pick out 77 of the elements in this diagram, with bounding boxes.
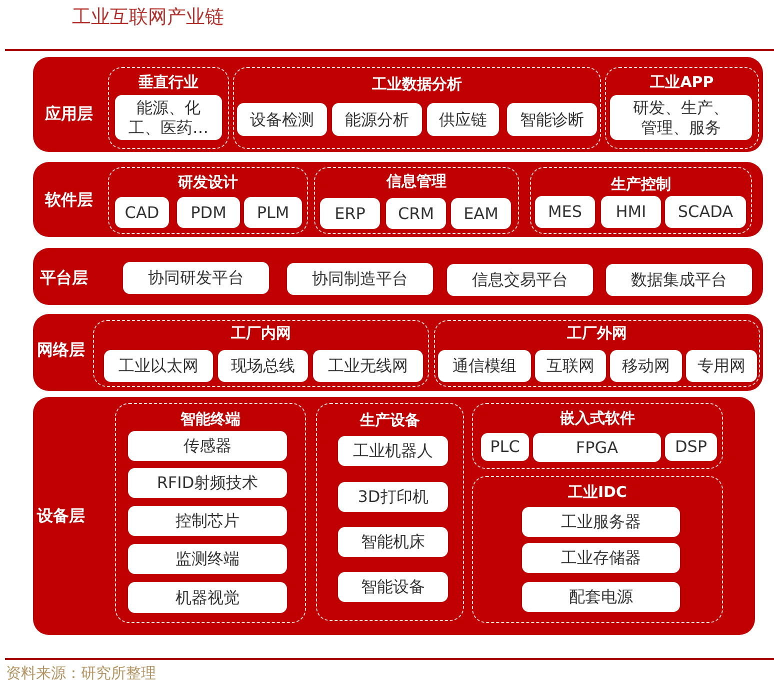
item-box: 控制芯片 <box>128 506 287 536</box>
layer-band <box>33 397 755 635</box>
group-heading: 工厂外网 <box>566 324 628 342</box>
item-box: SCADA <box>665 196 746 228</box>
diagram-title: 工业互联网产业链 <box>72 5 224 29</box>
layer-label: 软件层 <box>45 190 93 210</box>
item-box: 专用网 <box>686 350 757 382</box>
dashed-group-frame <box>316 403 464 621</box>
item-box: CAD <box>115 197 169 228</box>
item-box: 协同制造平台 <box>287 263 433 295</box>
item-box: 信息交易平台 <box>447 264 593 296</box>
item-box: 智能诊断 <box>507 103 597 136</box>
item-box: 协同研发平台 <box>123 262 269 294</box>
group-heading: 工业数据分析 <box>371 75 463 93</box>
item-box: 能源、化工、医药… <box>115 95 222 140</box>
group-heading: 工厂内网 <box>230 324 292 342</box>
item-box: CRM <box>386 198 446 229</box>
group-heading: 智能终端 <box>180 410 242 428</box>
item-box: 供应链 <box>427 103 499 136</box>
item-box: 工业存储器 <box>522 543 680 573</box>
item-box: 工业机器人 <box>338 436 448 466</box>
dashed-group-frame <box>115 403 306 623</box>
layer-label: 应用层 <box>45 104 93 124</box>
item-box: 数据集成平台 <box>606 264 752 296</box>
item-box: 传感器 <box>128 431 287 461</box>
layer-band <box>33 57 763 152</box>
item-box: MES <box>535 196 595 228</box>
dashed-group-frame <box>108 167 308 234</box>
dashed-group-frame <box>108 67 229 149</box>
dashed-group-frame <box>434 320 760 387</box>
item-box: PLM <box>244 197 302 228</box>
item-box: EAM <box>451 198 511 229</box>
layer-band <box>33 314 763 391</box>
item-box: HMI <box>601 196 661 228</box>
item-box: PLC <box>481 433 529 461</box>
item-box: 互联网 <box>535 350 606 382</box>
group-heading: 工业IDC <box>566 483 628 501</box>
group-heading: 垂直行业 <box>138 73 200 91</box>
item-box: 智能机床 <box>338 527 448 557</box>
source-note: 资料来源：研究所整理 <box>6 663 156 683</box>
item-box: 工业服务器 <box>522 507 680 537</box>
group-heading: 工业APP <box>649 73 715 91</box>
group-heading: 信息管理 <box>385 172 448 190</box>
item-box: 监测终端 <box>128 544 287 574</box>
item-box: 通信模组 <box>438 350 531 382</box>
dashed-group-frame <box>314 167 519 234</box>
item-box: 移动网 <box>610 350 682 382</box>
dashed-group-frame <box>93 320 429 387</box>
item-box: 配套电源 <box>522 582 680 612</box>
dashed-group-frame <box>605 67 759 149</box>
layer-band <box>33 162 763 237</box>
item-box: ERP <box>320 198 380 229</box>
layer-band <box>33 248 763 305</box>
item-box: 工业无线网 <box>313 350 423 382</box>
item-box: 能源分析 <box>332 103 422 136</box>
layer-label: 网络层 <box>37 340 85 360</box>
layer-label: 平台层 <box>40 268 88 288</box>
item-box: 现场总线 <box>218 350 308 382</box>
item-box: 机器视觉 <box>128 582 287 613</box>
item-box: DSP <box>665 433 717 461</box>
item-box: 设备检测 <box>237 103 327 136</box>
item-box: RFID射频技术 <box>128 468 287 498</box>
item-box: PDM <box>177 197 240 228</box>
group-heading: 研发设计 <box>176 173 239 191</box>
group-heading: 生产控制 <box>610 175 672 193</box>
item-box: 工业以太网 <box>104 350 213 382</box>
dashed-group-frame <box>472 476 723 623</box>
item-box: 智能设备 <box>338 572 448 602</box>
dashed-group-frame <box>472 403 723 469</box>
dashed-group-frame <box>233 67 601 149</box>
item-box: FPGA <box>533 433 661 462</box>
group-heading: 生产设备 <box>358 411 421 429</box>
item-box: 研发、生产、管理、服务 <box>610 95 752 140</box>
item-box: 3D打印机 <box>338 482 448 512</box>
dashed-group-frame <box>530 167 752 234</box>
layer-label: 设备层 <box>37 506 85 526</box>
group-heading: 嵌入式软件 <box>559 409 636 427</box>
